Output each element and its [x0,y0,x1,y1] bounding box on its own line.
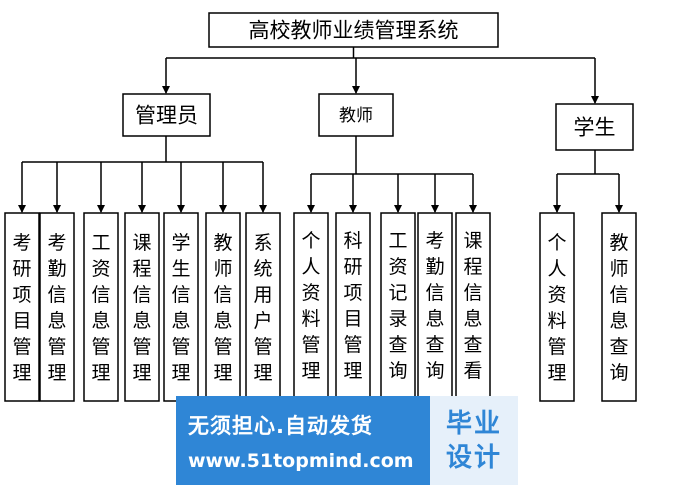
role-2-leaf-0-box [539,212,575,402]
role-2-leaf-1-label: 教师信息查询 [609,232,628,384]
role-1-leaf-2-label: 工资记录查询 [388,230,407,382]
role-0-leaf-5-label: 教师信息管理 [213,232,232,384]
watermark-url: www.51topmind.com [188,449,414,472]
root-node-label: 高校教师业绩管理系统 [249,19,459,43]
root-node-box [208,12,499,48]
role-0-leaf-0-box [4,212,40,402]
role-0-leaf-1-box [39,212,75,402]
role-1-leaf-3-label: 考勤信息查询 [425,230,444,382]
role-1-leaf-2-box [380,212,416,398]
role-2-leaf-0-label: 个人资料管理 [547,232,566,384]
role-0-leaf-3-label: 课程信息管理 [132,232,151,384]
role-2-leaf-1-box [601,212,637,402]
role-0-leaf-1-label: 考勤信息管理 [47,232,66,384]
role-node-2-box [555,103,634,151]
watermark-slogan: 无须担心.自动发货 [188,413,373,438]
role-0-leaf-0-label: 考研项目管理 [12,232,31,384]
role-node-1-box [318,93,394,137]
watermark-badge-line2: 设计 [445,442,502,473]
role-0-leaf-2-box [83,212,119,402]
role-0-leaf-6-box [245,212,281,402]
role-node-2-label: 学生 [574,116,616,140]
role-node-0-label: 管理员 [135,104,198,128]
diagram-nodes: 高校教师业绩管理系统管理员 教师学生考研项目管理考勤信息管理 工资信息管理 课程信息管… [4,12,637,402]
role-0-leaf-4-box [163,212,199,402]
role-node-1-label: 教师 [339,106,373,126]
role-1-leaf-4-label: 课程信息查看 [463,230,482,382]
watermark-badge: 毕业 设计 [430,396,518,485]
watermark-badge-line1: 毕业 [445,408,502,439]
role-0-leaf-6-label: 系统用户管理 [253,232,272,384]
role-1-leaf-0-label: 个人资料管理 [301,230,320,382]
role-0-leaf-3-box [124,212,160,402]
watermark-banner: 无须担心.自动发货 www.51topmind.com 毕业 设计 [176,396,518,485]
role-0-leaf-5-box [205,212,241,402]
connector-lines [18,47,623,213]
role-1-leaf-1-label: 科研项目管理 [343,230,362,382]
watermark-text-panel: 无须担心.自动发货 www.51topmind.com [176,396,430,485]
role-0-leaf-4-label: 学生信息管理 [171,232,190,384]
role-1-leaf-3-box [417,212,453,398]
role-0-leaf-2-label: 工资信息管理 [91,232,110,384]
role-1-leaf-0-box [293,212,329,398]
role-node-0-box [122,93,211,137]
role-1-leaf-1-box [335,212,371,398]
